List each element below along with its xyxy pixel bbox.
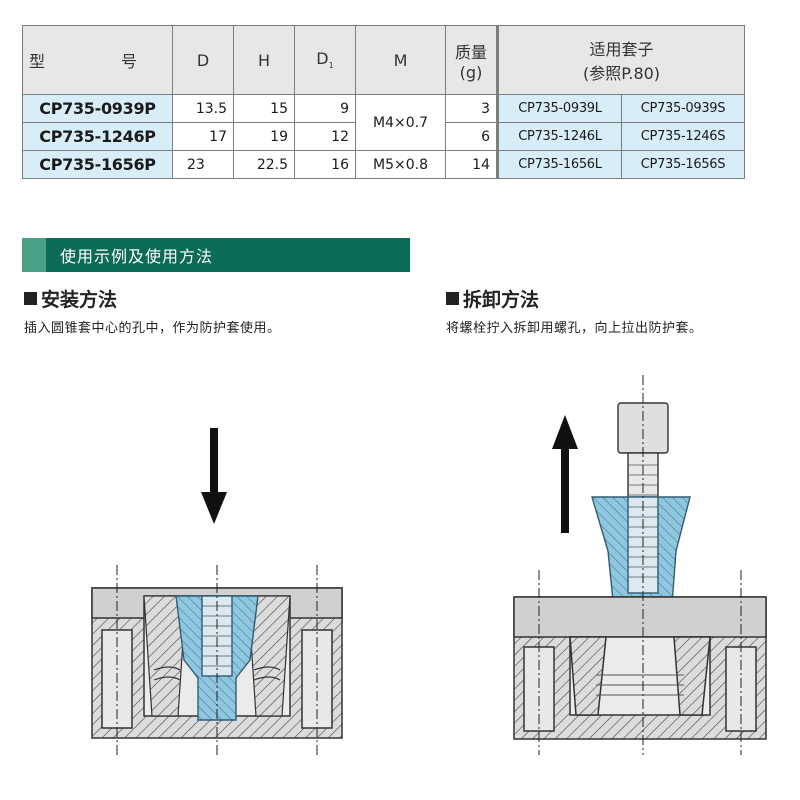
center-lines [116, 565, 318, 755]
row-cover-s: CP735-1656S [621, 150, 745, 179]
row-d: 17 [172, 122, 234, 151]
banner-title: 使用示例及使用方法 [60, 247, 214, 266]
base-block [513, 596, 767, 740]
row-d: 23 [172, 150, 234, 179]
table-header-row: 型 号 D H D1 M 质量(g) 适用套子(参照P.80) [22, 25, 745, 95]
remove-title: 拆卸方法 [446, 285, 539, 312]
install-title: 安装方法 [24, 285, 117, 312]
row-model: CP735-1656P [22, 150, 173, 179]
row-h: 19 [233, 122, 295, 151]
usage-banner: 使用示例及使用方法 [22, 238, 410, 272]
spec-table: 型 号 D H D1 M 质量(g) 适用套子(参照P.80) CP735-09… [22, 25, 745, 179]
table-row: CP735-1656P 23 22.5 16 M5×0.8 14 CP735-1… [22, 150, 745, 179]
header-d1: D1 [294, 25, 356, 95]
square-bullet-icon [446, 292, 459, 305]
remove-desc: 将螺栓拧入拆卸用螺孔，向上拉出防护套。 [446, 321, 703, 336]
row-m: M4×0.7 [355, 94, 446, 151]
row-h: 22.5 [233, 150, 295, 179]
row-model: CP735-0939P [22, 94, 173, 123]
header-m: M [355, 25, 446, 95]
header-h: H [233, 25, 295, 95]
header-model: 型 号 [22, 25, 173, 95]
table-row: CP735-1246P 17 19 12 6 CP735-1246L CP735… [22, 122, 745, 151]
arrow-down-icon [201, 428, 227, 524]
install-desc: 插入圆锥套中心的孔中，作为防护套使用。 [24, 321, 281, 336]
row-d1: 9 [294, 94, 356, 123]
install-diagram [91, 428, 343, 755]
arrow-up-icon [552, 415, 578, 533]
taper-sleeve [143, 595, 291, 717]
row-cover-s: CP735-1246S [621, 122, 745, 151]
row-mass: 6 [445, 122, 498, 151]
row-model: CP735-1246P [22, 122, 173, 151]
square-bullet-icon [24, 292, 37, 305]
row-d1: 16 [294, 150, 356, 179]
header-cover: 适用套子(参照P.80) [496, 25, 745, 95]
row-mass: 14 [445, 150, 498, 179]
banner-tab [22, 238, 46, 272]
row-d: 13.5 [172, 94, 234, 123]
row-cover-s: CP735-0939S [621, 94, 745, 123]
row-cover-l: CP735-1246L [496, 122, 622, 151]
row-cover-l: CP735-1656L [496, 150, 622, 179]
row-d1: 12 [294, 122, 356, 151]
header-mass: 质量(g) [445, 25, 498, 95]
center-lines [538, 375, 742, 755]
header-d: D [172, 25, 234, 95]
remove-diagram [513, 375, 767, 755]
row-cover-l: CP735-0939L [496, 94, 622, 123]
table-row: CP735-0939P 13.5 15 9 M4×0.7 3 CP735-093… [22, 94, 745, 151]
row-h: 15 [233, 94, 295, 123]
row-m: M5×0.8 [355, 150, 446, 179]
row-mass: 3 [445, 94, 498, 123]
